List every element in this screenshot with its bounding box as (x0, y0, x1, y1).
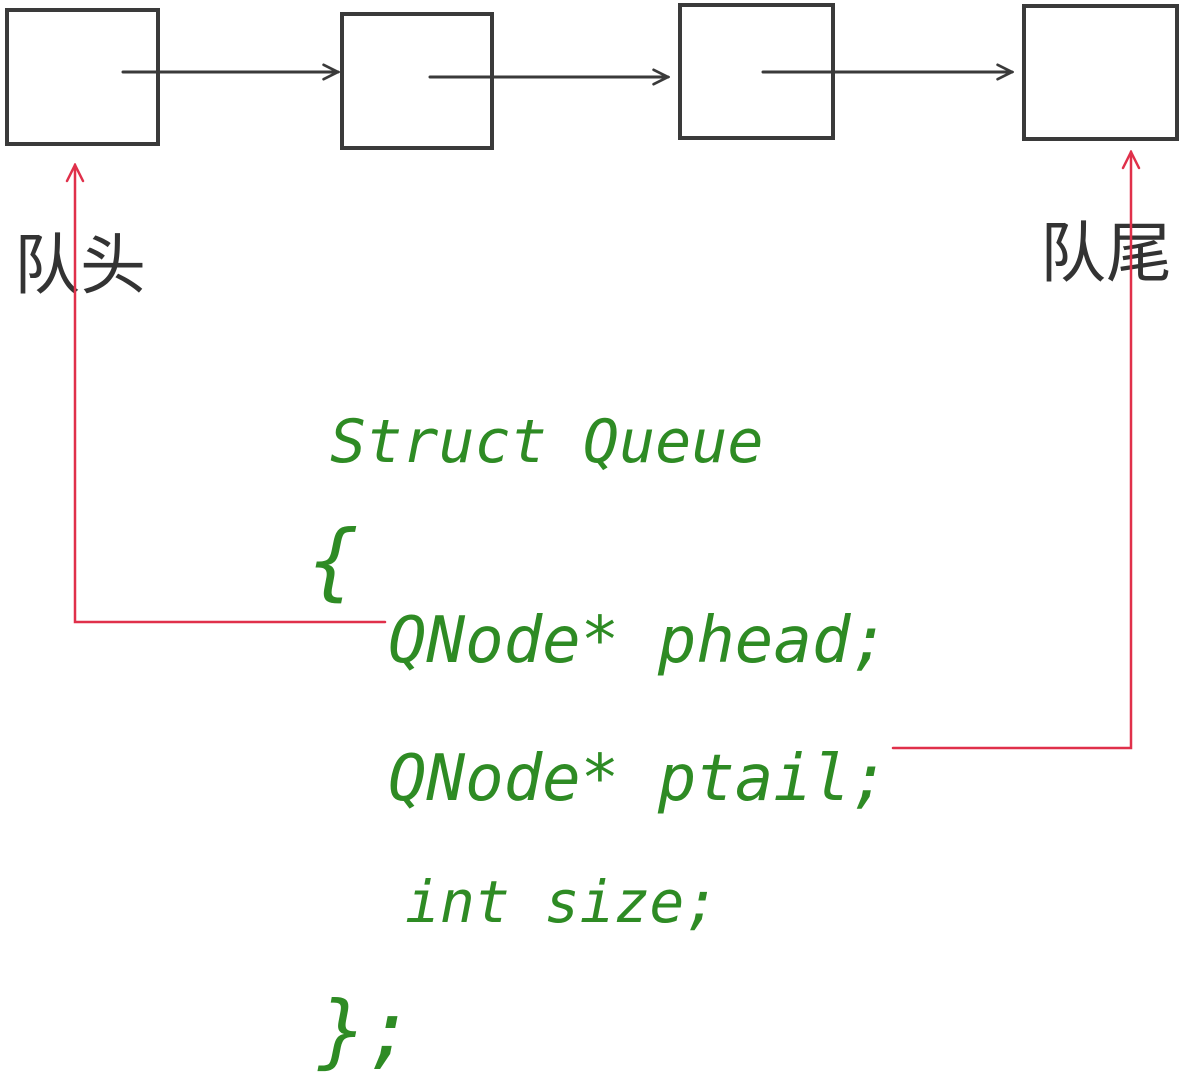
code-open-brace: { (308, 512, 359, 610)
code-phead-line: QNode* phead; (388, 604, 889, 678)
tail-label: 队尾 (1040, 215, 1172, 292)
code-size-line: int size; (405, 868, 719, 936)
next-pointers (121, 72, 1012, 77)
code-ptail-line: QNode* ptail; (388, 742, 889, 816)
ptail-pointer (891, 152, 1131, 750)
queue-node-4 (1022, 4, 1179, 141)
code-struct-line: Struct Queue (330, 407, 763, 477)
queue-node-1 (5, 8, 160, 146)
queue-node-2 (340, 12, 494, 150)
phead-pointer (75, 165, 387, 624)
head-label: 队头 (14, 227, 146, 304)
struct-code: Struct Queue { QNode* phead; QNode* ptai… (308, 407, 889, 1077)
code-close-brace: }; (317, 984, 414, 1077)
